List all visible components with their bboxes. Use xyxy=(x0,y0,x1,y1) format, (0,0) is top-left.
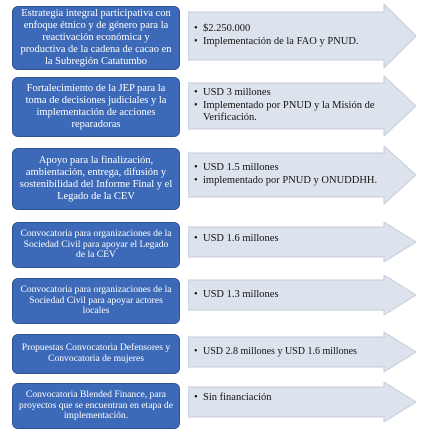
program-label: Convocatoria Blended Finance, para proye… xyxy=(19,388,173,422)
detail-arrow: • Sin financiación xyxy=(188,382,416,422)
detail-item: • implementado por PNUD y ONUDDHH. xyxy=(194,175,378,186)
program-label: Convocatoria para organizaciones de la S… xyxy=(20,283,172,317)
bullet-icon: • xyxy=(194,162,198,174)
arrow-shape xyxy=(188,76,416,136)
bullet-icon: • xyxy=(194,87,198,99)
program-label-box: Convocatoria para organizaciones de la S… xyxy=(12,222,180,268)
program-label-box: Estrategia integral participativa con en… xyxy=(12,6,180,70)
program-label: Propuestas Convocatoria Defensores y Con… xyxy=(21,342,171,364)
program-label: Fortalecimiento de la JEP para la toma d… xyxy=(25,83,167,130)
detail-list: • USD 1.5 millones • implementado por PN… xyxy=(194,146,386,204)
program-label-box: Convocatoria Blended Finance, para proye… xyxy=(12,383,180,429)
detail-arrow: • USD 1.5 millones • implementado por PN… xyxy=(188,146,416,204)
detail-item: • Sin financiación xyxy=(194,392,272,403)
program-label-box: Convocatoria para organizaciones de la S… xyxy=(12,278,180,324)
program-label-box: Fortalecimiento de la JEP para la toma d… xyxy=(12,77,180,137)
program-label-box: Propuestas Convocatoria Defensores y Con… xyxy=(12,334,180,374)
detail-arrow: • USD 3 millones • Implementado por PNUD… xyxy=(188,76,416,136)
bullet-icon: • xyxy=(194,36,198,47)
bullet-icon: • xyxy=(194,288,198,300)
bullet-icon: • xyxy=(194,346,198,357)
detail-arrow: • $2.250.000 • Implementación de la FAO … xyxy=(188,4,416,68)
arrow-shape xyxy=(188,4,416,68)
detail-list: • $2.250.000 • Implementación de la FAO … xyxy=(194,4,386,68)
detail-item: • Implementación de la FAO y PNUD. xyxy=(194,36,359,47)
detail-item: • USD 3 millones xyxy=(194,87,271,99)
arrow-shape xyxy=(188,275,416,315)
arrow-shape xyxy=(188,332,416,372)
bullet-icon: • xyxy=(194,175,198,186)
detail-item: • USD 1.3 millones xyxy=(194,288,279,300)
program-label: Convocatoria para organizaciones de la S… xyxy=(20,227,172,261)
arrow-shape xyxy=(188,146,416,204)
detail-arrow: • USD 1.6 millones xyxy=(188,222,416,262)
arrow-shape xyxy=(188,222,416,262)
detail-item: • USD 2.8 millones y USD 1.6 millones xyxy=(194,346,357,357)
detail-item: • USD 1.6 millones xyxy=(194,233,279,244)
detail-arrow: • USD 1.3 millones xyxy=(188,275,416,315)
program-label: Estrategia integral participativa con en… xyxy=(20,8,172,67)
program-label-box: Apoyo para la finalización, ambientación… xyxy=(12,148,180,210)
bullet-icon: • xyxy=(194,99,198,111)
detail-item: • Implementado por PNUD y la Misión de V… xyxy=(194,99,375,124)
detail-item: • $2.250.000 xyxy=(194,23,251,35)
detail-list: • USD 3 millones • Implementado por PNUD… xyxy=(194,76,386,136)
bullet-icon: • xyxy=(194,233,198,244)
detail-list: • Sin financiación xyxy=(194,382,386,422)
detail-item: • USD 1.5 millones xyxy=(194,162,279,174)
detail-list: • USD 2.8 millones y USD 1.6 millones xyxy=(194,332,386,372)
detail-arrow: • USD 2.8 millones y USD 1.6 millones xyxy=(188,332,416,372)
bullet-icon: • xyxy=(194,23,198,35)
detail-list: • USD 1.3 millones xyxy=(194,275,386,315)
arrow-shape xyxy=(188,382,416,422)
detail-list: • USD 1.6 millones xyxy=(194,222,386,262)
program-label: Apoyo para la finalización, ambientación… xyxy=(19,155,173,202)
bullet-icon: • xyxy=(194,392,198,403)
